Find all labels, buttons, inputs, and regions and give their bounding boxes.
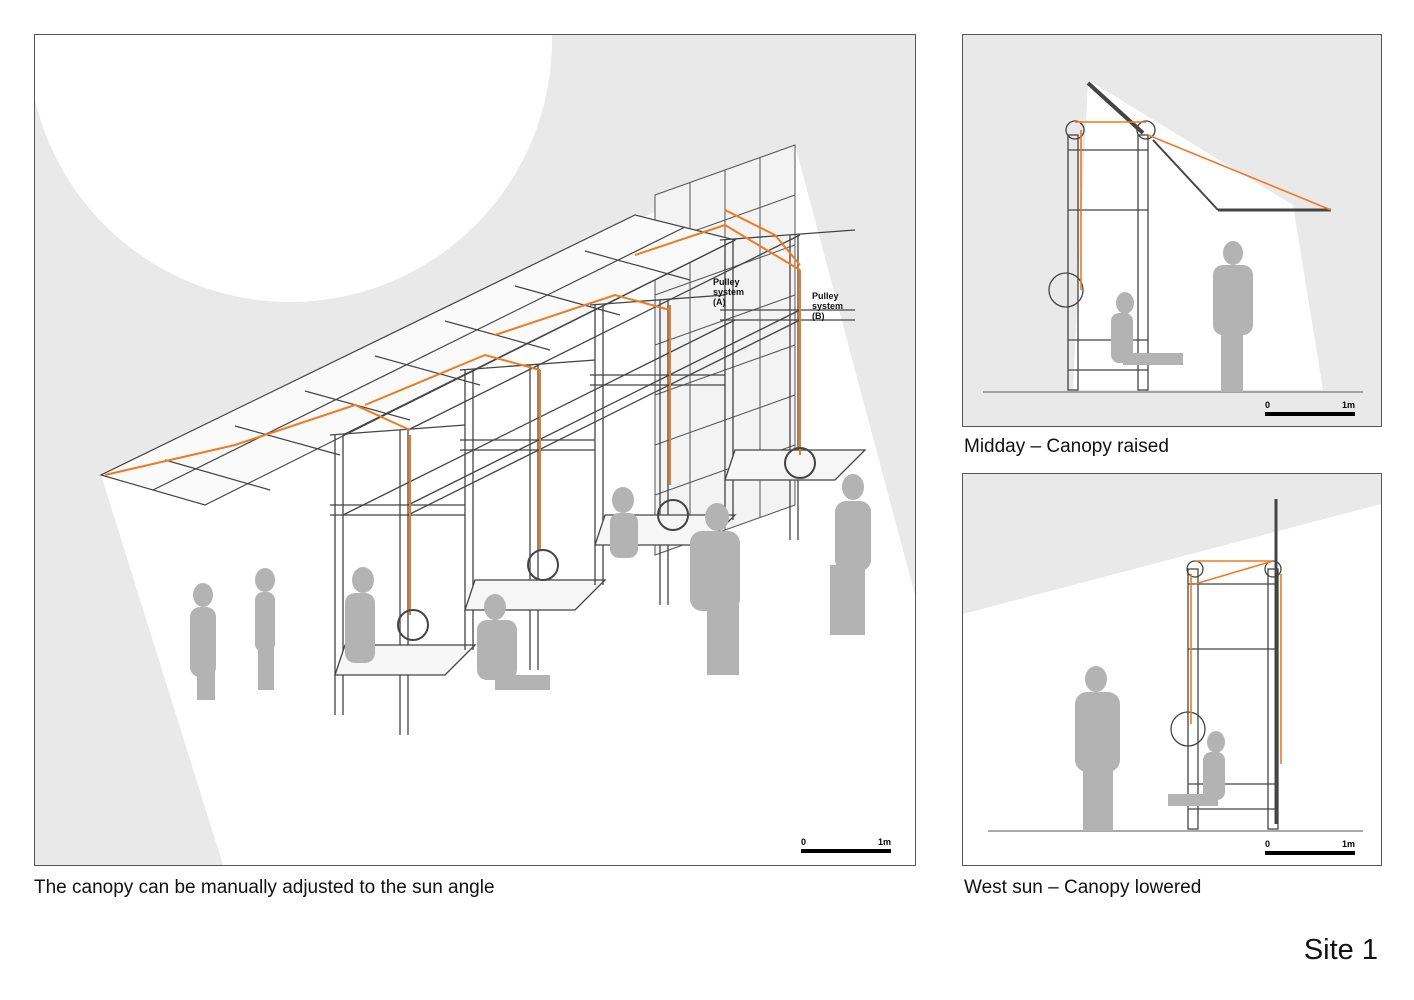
- site-label: Site 1: [1303, 934, 1378, 966]
- main-caption: The canopy can be manually adjusted to t…: [34, 877, 495, 898]
- midday-section-drawing: [983, 80, 1363, 393]
- west-caption: West sun – Canopy lowered: [964, 877, 1202, 898]
- pulley-b-label: Pulley system (B): [812, 291, 844, 321]
- hand-wheels: [397, 447, 816, 641]
- pulley-a-label: Pulley system (A): [713, 277, 745, 307]
- axonometric-drawing: [35, 35, 915, 865]
- west-section-drawing: [963, 499, 1381, 865]
- pulley-cables: [104, 209, 801, 615]
- midday-caption: Midday – Canopy raised: [964, 436, 1169, 457]
- sun-disc: [35, 35, 552, 302]
- people-silhouettes: [190, 474, 871, 700]
